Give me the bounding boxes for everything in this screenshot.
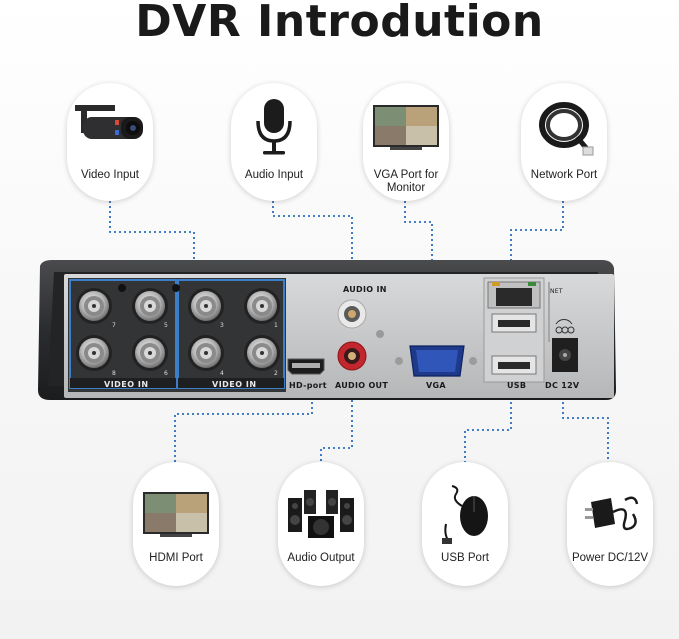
power-adapter-icon [585,496,639,531]
network-port-card: Network Port [521,83,607,201]
camera-icon [75,105,143,139]
monitor-icon [143,492,209,537]
monitor-icon [373,105,439,150]
card-label: Network Port [530,169,598,181]
dc-label: DC 12V [545,381,580,390]
card-label: USB Port [441,552,489,564]
audio-out-label: AUDIO OUT [335,381,389,390]
audio-input-card: Audio Input [231,83,317,201]
video-in-label-right: VIDEO IN [212,380,257,389]
net-label: NET [550,288,563,295]
channel-number: 8 [112,370,116,377]
vga-port-card: VGA Port for Monitor [363,83,449,201]
card-label: Audio Input [244,169,304,181]
usb-label: USB [507,381,527,390]
card-label: Power DC/12V [571,552,649,564]
card-label: HDMI Port [149,552,203,564]
vga-label: VGA [426,381,446,390]
video-in-label-left: VIDEO IN [104,380,149,389]
channel-number: 2 [274,370,278,377]
hd-port-label: HD-port [289,381,327,390]
card-label: Audio Output [287,552,355,564]
channel-number: 5 [164,322,168,329]
channel-number: 7 [112,322,116,329]
mouse-icon [442,485,488,544]
network-cable-icon [539,102,594,156]
usb-port-card: USB Port [422,462,508,586]
channel-number: 3 [220,322,224,329]
page-title: DVR Introdution [135,0,544,47]
video-input-card: Video Input [67,83,153,201]
channel-number: 1 [274,322,278,329]
power-card: Power DC/12V [567,462,653,586]
card-label: VGA Port for Monitor [373,169,439,194]
audio-output-card: Audio Output [278,462,364,586]
speakers-icon [288,490,354,538]
card-label: Video Input [81,169,139,181]
channel-number: 6 [164,370,168,377]
channel-number: 4 [220,370,224,377]
microphone-icon [256,99,292,155]
dvr-back-panel [38,260,616,400]
audio-in-label: AUDIO IN [343,285,387,294]
hdmi-port-card: HDMI Port [133,462,219,586]
